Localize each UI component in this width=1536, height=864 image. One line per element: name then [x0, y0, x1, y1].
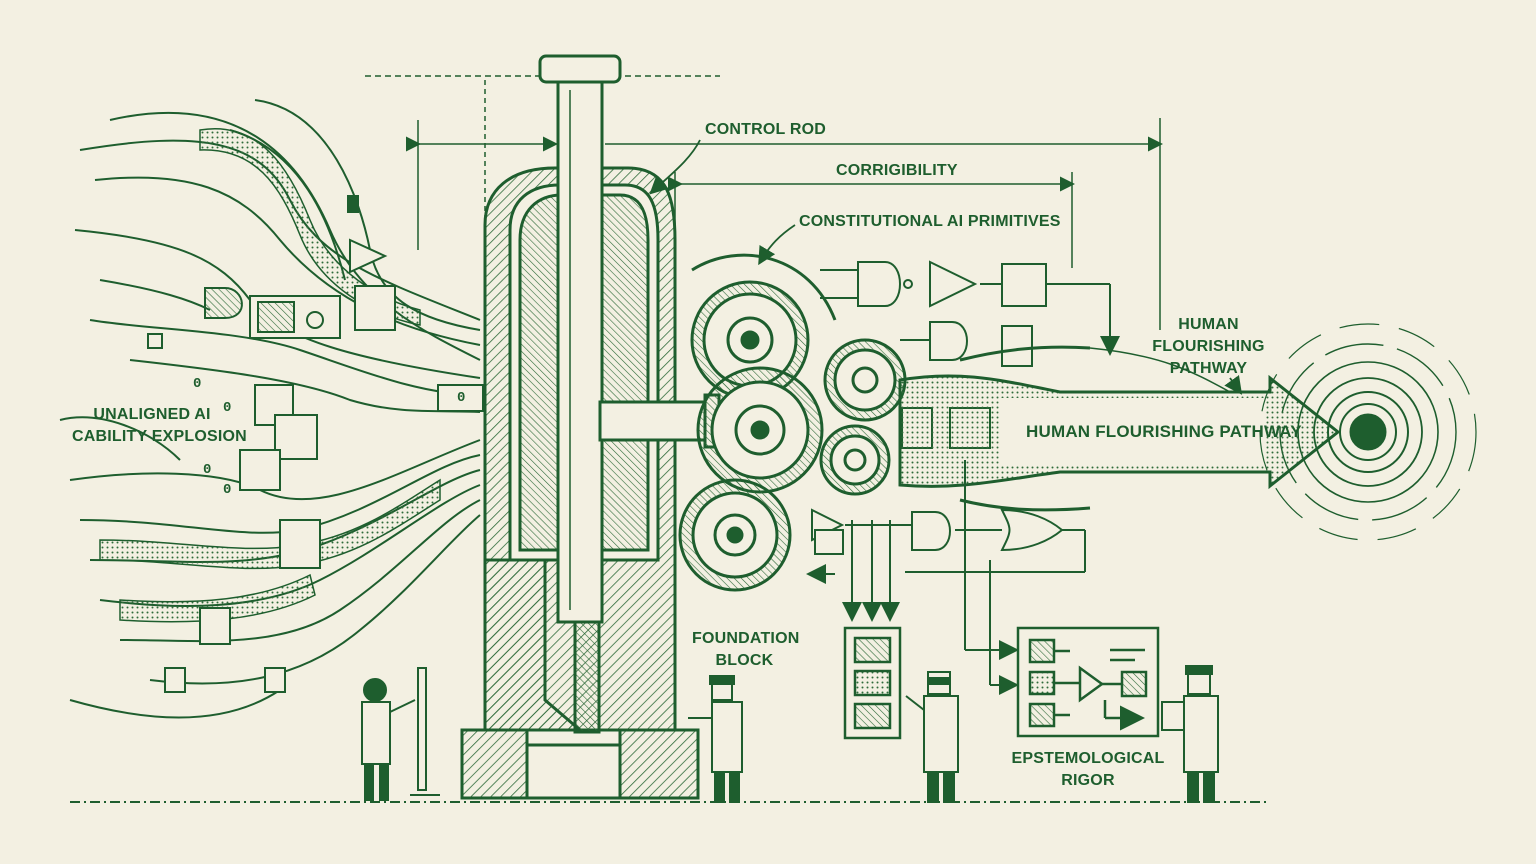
label-line: HUMAN: [1146, 314, 1271, 336]
wire-bands: [100, 129, 440, 622]
label-constitutional-ai-primitives: CONSTITUTIONAL AI PRIMITIVES: [799, 211, 1061, 233]
label-line: EPSTEMOLOGICAL: [1008, 748, 1168, 770]
scientist-left: [362, 668, 440, 800]
label-epistemological-rigor: EPSTEMOLOGICAL RIGOR: [1008, 748, 1168, 792]
binary-digit: 0: [457, 390, 465, 406]
label-corrigibility: CORRIGIBILITY: [836, 160, 958, 182]
label-human-flourishing-pathway-top: HUMAN FLOURISHING PATHWAY: [1146, 314, 1271, 380]
binary-digit: 0: [193, 376, 201, 392]
scientist-right-2: [1162, 666, 1218, 802]
label-line: FOUNDATION: [692, 628, 797, 650]
label-human-flourishing-pathway: HUMAN FLOURISHING PATHWAY: [1026, 421, 1302, 443]
register-block: [845, 628, 900, 738]
label-line: FLOURISHING: [1146, 336, 1271, 358]
label-control-rod: CONTROL ROD: [705, 119, 826, 141]
label-unaligned-ai: UNALIGNED AI CABILITY EXPLOSION: [72, 404, 232, 448]
label-line: PATHWAY: [1146, 358, 1271, 380]
epistemology-panel: [1018, 628, 1158, 736]
label-foundation-block: FOUNDATION BLOCK: [692, 628, 797, 672]
scientist-right-1: [906, 672, 958, 802]
label-line: BLOCK: [692, 650, 797, 672]
label-line: UNALIGNED AI: [72, 404, 232, 426]
binary-digit: 0: [223, 482, 231, 498]
binary-digit: 0: [203, 462, 211, 478]
label-line: CABILITY EXPLOSION: [72, 426, 232, 448]
label-line: RIGOR: [1008, 770, 1168, 792]
